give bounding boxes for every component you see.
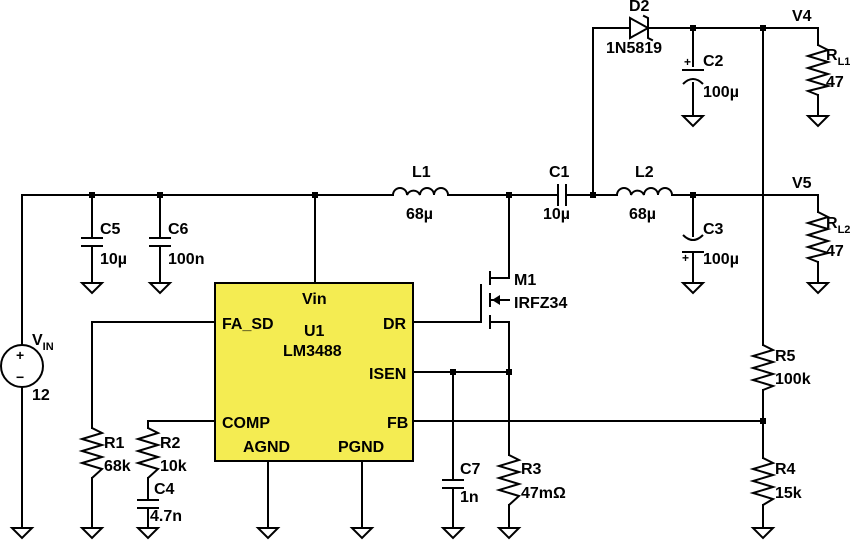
c1-value: 10µ — [543, 206, 570, 223]
inductor-l2 — [616, 187, 673, 196]
r4-value: 15k — [775, 485, 802, 502]
rl1-name: RL1 — [826, 47, 850, 68]
l2-value: 68µ — [629, 206, 656, 223]
c4-name: C4 — [154, 481, 175, 498]
ic-body[interactable] — [214, 282, 414, 462]
vin-sub: IN — [43, 341, 54, 353]
capacitor-c6 — [149, 237, 171, 247]
vin-minus: − — [16, 369, 24, 385]
vin-letter: V — [32, 332, 43, 349]
rl1-letter: R — [826, 47, 838, 64]
capacitor-c7 — [442, 479, 464, 489]
ic-pin-fb: FB — [387, 415, 408, 432]
r5-name: R5 — [775, 348, 796, 365]
capacitor-c2 — [682, 69, 704, 85]
c2-plus: + — [684, 55, 691, 69]
resistor-r4 — [749, 457, 777, 506]
r1-value: 68k — [104, 458, 131, 475]
c3-plus: + — [682, 251, 689, 265]
diode-d2 — [629, 14, 654, 42]
resistor-r2 — [134, 427, 162, 479]
ic-pin-agnd: AGND — [243, 439, 290, 456]
r3-name: R3 — [521, 461, 542, 478]
vin-name: VIN — [32, 332, 54, 353]
vin-plus: + — [16, 347, 24, 363]
vin-value: 12 — [32, 387, 50, 404]
c2-name: C2 — [703, 53, 724, 70]
mosfet-m1 — [480, 271, 510, 329]
c5-value: 10µ — [100, 251, 127, 268]
r1-name: R1 — [104, 435, 125, 452]
c5-name: C5 — [100, 221, 121, 238]
c7-name: C7 — [460, 461, 481, 478]
wires — [21, 27, 819, 529]
node-v5: V5 — [792, 175, 812, 192]
capacitor-c3 — [682, 234, 704, 253]
resistor-rl1 — [804, 44, 832, 96]
c2-value: 100µ — [703, 84, 739, 101]
c7-value: 1n — [460, 489, 479, 506]
l2-name: L2 — [635, 164, 654, 181]
r5-value: 100k — [775, 371, 811, 388]
capacitor-c4 — [137, 499, 159, 509]
rl2-value: 47 — [826, 243, 844, 260]
ic-name: U1 — [304, 323, 325, 340]
m1-part: IRFZ34 — [514, 295, 567, 312]
rl2-name: RL2 — [826, 215, 850, 236]
c6-name: C6 — [168, 221, 189, 238]
ic-pin-dr: DR — [383, 316, 407, 333]
capacitor-c5 — [81, 237, 103, 247]
c3-value: 100µ — [703, 251, 739, 268]
voltage-source-vin — [0, 344, 44, 388]
ic-pin-isen: ISEN — [369, 366, 406, 383]
resistor-r5 — [749, 344, 777, 391]
resistor-r1 — [78, 427, 106, 479]
ic-pin-fa-sd: FA_SD — [222, 316, 274, 333]
rl1-value: 47 — [826, 74, 844, 91]
c4-value: 4.7n — [150, 508, 182, 525]
ic-pin-comp: COMP — [222, 415, 270, 432]
r3-value: 47mΩ — [521, 485, 566, 502]
resistor-r3 — [495, 454, 523, 506]
ground-symbols — [9, 115, 831, 540]
r2-value: 10k — [160, 458, 187, 475]
c1-name: C1 — [549, 164, 570, 181]
rl1-sub: L1 — [838, 56, 850, 68]
inductor-l1 — [392, 187, 449, 196]
ic-pin-vin: Vin — [302, 291, 327, 308]
capacitor-c1 — [557, 184, 567, 206]
rl2-sub: L2 — [838, 224, 850, 236]
rl2-letter: R — [826, 215, 838, 232]
l1-name: L1 — [412, 164, 431, 181]
r4-name: R4 — [775, 461, 796, 478]
d2-part: 1N5819 — [606, 40, 662, 57]
junction-dots — [89, 25, 766, 424]
r2-name: R2 — [160, 435, 181, 452]
m1-name: M1 — [514, 272, 536, 289]
d2-name: D2 — [629, 0, 650, 15]
ic-pin-pgnd: PGND — [338, 439, 384, 456]
c6-value: 100n — [168, 251, 204, 268]
resistor-rl2 — [804, 211, 832, 263]
c3-name: C3 — [703, 221, 724, 238]
node-v4: V4 — [792, 8, 812, 25]
ic-part: LM3488 — [283, 343, 342, 360]
l1-value: 68µ — [406, 206, 433, 223]
